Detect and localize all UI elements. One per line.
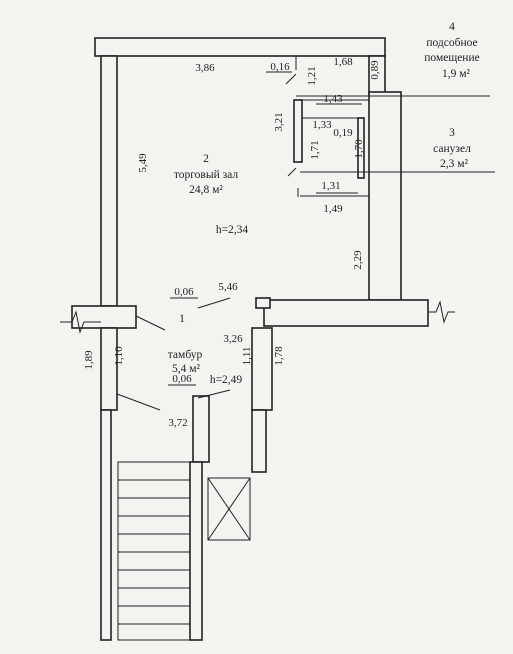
corridor-right-wall <box>251 409 267 473</box>
room-1-area: 5,4 м² <box>172 363 201 375</box>
dim-3-72: 3,72 <box>168 417 187 429</box>
vestibule-right-wall <box>251 327 273 411</box>
staircase <box>117 461 191 641</box>
walls <box>71 37 429 641</box>
door-jamb <box>255 297 271 309</box>
dim-1-43: 1,43 <box>323 93 343 105</box>
room-4-name-2: помещение <box>424 52 479 64</box>
dim-3-86: 3,86 <box>195 62 215 74</box>
wc-left-wall <box>293 99 303 163</box>
room-3-name: санузел <box>433 143 471 155</box>
room-4-name: подсобное <box>426 37 477 49</box>
dim-1-70: 1,70 <box>353 139 365 159</box>
stair-outline <box>117 461 191 641</box>
bottom-wall-left <box>71 305 137 329</box>
break-line-left <box>60 310 101 334</box>
wc-right-wall <box>357 117 365 179</box>
dim-1-68: 1,68 <box>333 56 353 68</box>
room-4-area: 1,9 м² <box>442 68 471 80</box>
vestibule-left-wall <box>100 327 118 411</box>
room-2-height: h=2,34 <box>216 224 249 236</box>
room-3-area: 2,3 м² <box>440 158 469 170</box>
room-1-number: 1 <box>179 313 185 325</box>
dim-1-71: 1,71 <box>309 140 321 159</box>
dim-0-89: 0,89 <box>369 60 381 80</box>
dim-0-06-top: 0,06 <box>174 286 194 298</box>
dim-5-46: 5,46 <box>218 281 238 293</box>
shaft <box>207 477 251 541</box>
door-swing-wc <box>287 167 297 177</box>
dimensions: 3,86 0,16 1,68 1,21 0,89 1,43 3,21 1,33 … <box>83 56 381 429</box>
dim-1-49: 1,49 <box>323 203 343 215</box>
top-wall <box>94 37 386 57</box>
dim-0-19: 0,19 <box>333 127 353 139</box>
corridor-mid-wall <box>192 395 210 463</box>
dim-1-33: 1,33 <box>312 119 332 131</box>
break-lines <box>60 300 455 334</box>
dim-0-06-bottom: 0,06 <box>172 373 192 385</box>
room-2-name: торговый зал <box>174 169 238 181</box>
room-3-number: 3 <box>449 127 455 139</box>
break-line-right <box>428 300 455 324</box>
room-4-number: 4 <box>449 21 455 33</box>
dim-0-16: 0,16 <box>270 61 290 73</box>
room-2-label: 2 торговый зал 24,8 м² h=2,34 <box>174 153 249 236</box>
partitions <box>116 56 369 411</box>
stair-right-wall <box>189 461 203 641</box>
dim-3-21: 3,21 <box>273 112 285 131</box>
dim-3-26: 3,26 <box>223 333 243 345</box>
room-1-height: h=2,49 <box>210 374 243 386</box>
corridor-left-wall <box>100 409 112 641</box>
dim-1-31: 1,31 <box>321 180 340 192</box>
room-1-name: тамбур <box>168 349 203 361</box>
door-swing-hall-left <box>135 315 166 331</box>
door-swing-entry-right <box>197 389 231 399</box>
dim-1-11: 1,11 <box>241 347 253 366</box>
dim-1-10: 1,10 <box>113 346 125 366</box>
left-wall <box>100 55 118 307</box>
room-2-area: 24,8 м² <box>189 184 223 196</box>
shaft-box <box>207 477 251 541</box>
dim-2-29: 2,29 <box>352 250 364 270</box>
door-swing-storeroom <box>285 73 297 85</box>
door-swing-entry-left <box>116 393 161 411</box>
room-2-number: 2 <box>203 153 209 165</box>
dim-1-78: 1,78 <box>273 346 285 366</box>
bottom-wall-right <box>263 299 429 327</box>
room-1-label: 1 тамбур 5,4 м² h=2,49 <box>168 313 243 386</box>
dim-1-89: 1,89 <box>83 350 95 370</box>
room-3-label: 3 санузел 2,3 м² <box>433 127 471 170</box>
right-wall-lower <box>368 91 402 301</box>
room-4-label: 4 подсобное помещение 1,9 м² <box>424 21 479 80</box>
door-swing-hall-right <box>197 297 231 309</box>
dim-5-49: 5,49 <box>137 153 149 173</box>
dim-1-21: 1,21 <box>306 66 318 85</box>
